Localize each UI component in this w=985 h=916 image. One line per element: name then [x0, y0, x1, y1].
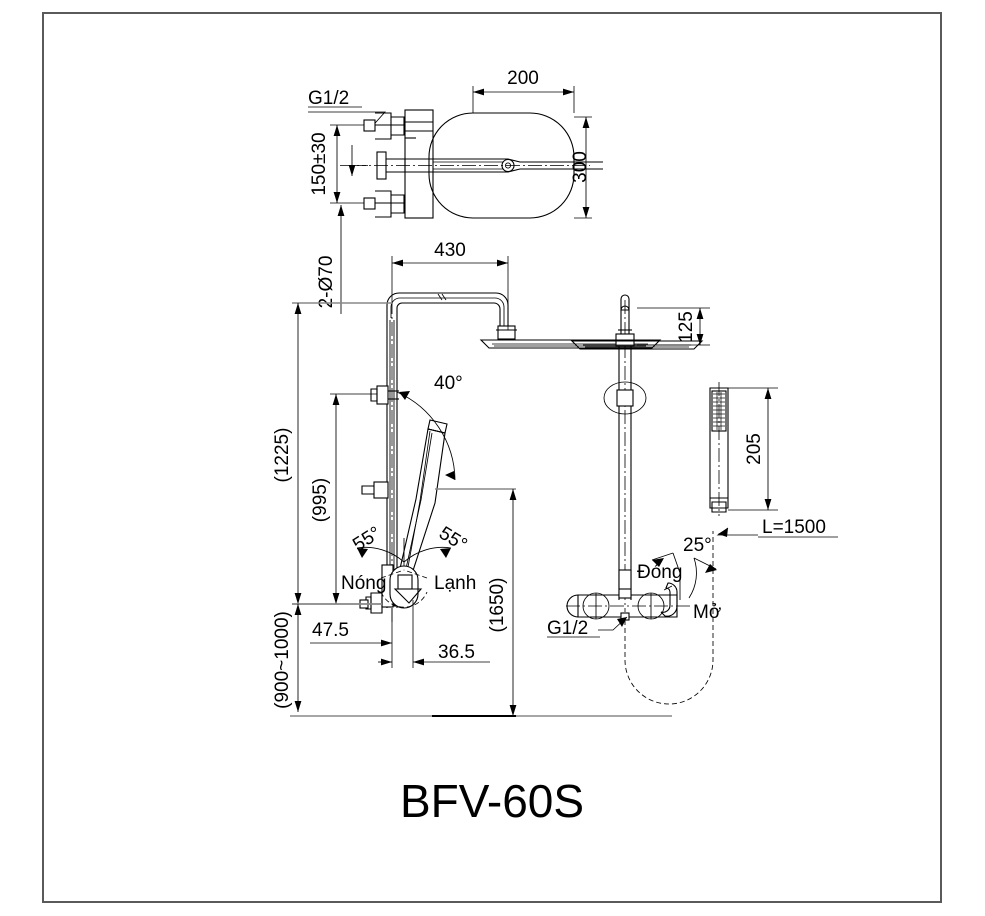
dim-1225: (1225)	[272, 302, 392, 605]
dim-47-5: 47.5	[310, 620, 392, 647]
dim-125-label: 125	[676, 311, 697, 343]
angle-40: 40°	[396, 373, 463, 481]
dim-430: 430	[391, 240, 509, 330]
dim-47-5-label: 47.5	[312, 620, 349, 641]
riser-elbow-arm	[386, 292, 509, 330]
side-handshower	[709, 382, 729, 516]
diverter-outlet	[361, 481, 389, 499]
dim-300-label: 300	[570, 151, 591, 183]
angle-55-hot-label: 55°	[349, 523, 384, 556]
dim-900-1000-label: (900~1000)	[272, 611, 293, 709]
shower-head-plan	[428, 112, 575, 219]
drawing-frame	[42, 12, 942, 903]
dim-995-label: (995)	[310, 478, 331, 522]
dim-150-30: 150±30	[309, 124, 364, 204]
dim-36-5: 36.5	[378, 600, 490, 668]
top-view-group: 200 300 150±30	[308, 68, 603, 314]
mount-holes-leader: 2-Ø70	[316, 205, 345, 314]
front-view-group: 40°	[272, 240, 672, 717]
dim-150-30-label: 150±30	[309, 132, 330, 195]
side-head-assembly	[570, 294, 704, 350]
dim-900-1000: (900~1000)	[272, 603, 382, 712]
mixer-body-front	[359, 564, 428, 614]
dim-1650: (1650)	[435, 488, 517, 716]
inlet-center-tick	[340, 145, 368, 176]
side-view-group: 125 205 L=1500	[547, 294, 838, 705]
dim-200: 200	[472, 68, 575, 113]
hot-label: Nóng	[341, 573, 386, 594]
g12-top-label: G1/2	[308, 88, 349, 109]
dim-36-5-label: 36.5	[438, 642, 475, 663]
close-label: Đóng	[637, 562, 682, 583]
dim-205: 205	[728, 387, 778, 511]
dim-205-label: 205	[744, 433, 765, 465]
open-label: Mở	[693, 602, 721, 623]
dim-300: 300	[570, 116, 592, 219]
angle-40-label: 40°	[434, 373, 463, 394]
angle-25-label: 25°	[683, 535, 712, 556]
angle-55-cold-label: 55°	[435, 523, 470, 556]
cold-label: Lạnh	[434, 573, 476, 594]
side-slidebar-ring	[603, 381, 647, 415]
dim-1650-label: (1650)	[487, 578, 508, 633]
slidebar-bracket-upper	[370, 385, 399, 405]
page-title: BFV-60S	[400, 775, 584, 827]
hose-length-leader: L=1500	[716, 517, 838, 538]
dim-995: (995)	[310, 393, 377, 604]
side-mixer-body	[566, 531, 714, 705]
dim-200-label: 200	[507, 68, 539, 89]
side-riser-pipe	[618, 300, 632, 612]
g12-side-label: G1/2	[547, 618, 588, 639]
dim-125: 125	[637, 307, 710, 346]
dim-430-label: 430	[434, 240, 466, 261]
hose-length-label: L=1500	[762, 517, 826, 538]
g12-leader-side: G1/2	[547, 616, 628, 639]
shower-arm-plan	[405, 158, 603, 173]
dim-1225-label: (1225)	[272, 428, 293, 483]
angle-25: 25°	[651, 535, 717, 600]
mount-holes-label: 2-Ø70	[316, 256, 337, 309]
